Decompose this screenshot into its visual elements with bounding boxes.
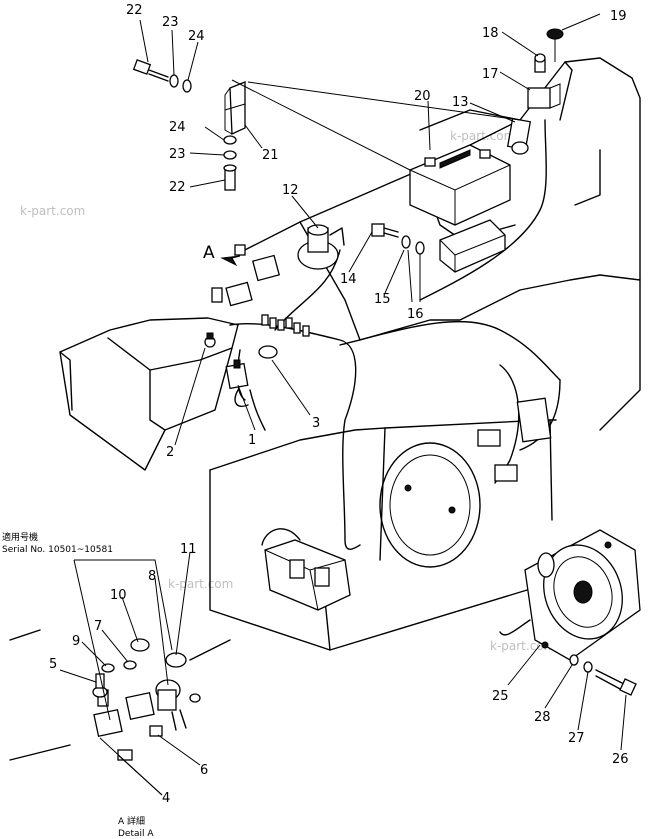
callout-13: 13 xyxy=(452,95,469,110)
callout-19: 19 xyxy=(610,9,627,24)
horn-speaker xyxy=(524,529,641,661)
callout-28: 28 xyxy=(534,710,551,725)
view-marker-label: A xyxy=(203,243,215,263)
callout-21: 21 xyxy=(262,148,279,163)
connector-pins xyxy=(261,314,310,337)
captions: 適用号機 Serial No. 10501~10581 A 詳細 Detail … xyxy=(2,531,154,839)
watermark: k-part.com xyxy=(168,577,233,591)
top-right-switch xyxy=(506,28,564,155)
callout-9: 9 xyxy=(72,634,80,649)
serial-label: Serial No. 10501~10581 xyxy=(2,545,113,555)
callout-14: 14 xyxy=(340,272,357,287)
callout-12: 12 xyxy=(282,183,299,198)
callout-17: 17 xyxy=(482,67,499,82)
callout-3: 3 xyxy=(312,416,320,431)
bolt-set-horn xyxy=(569,654,637,696)
callout-20: 20 xyxy=(414,89,431,104)
callout-25: 25 xyxy=(492,689,509,704)
callout-4: 4 xyxy=(162,791,170,806)
watermark: k-part.com xyxy=(20,204,85,218)
callout-7: 7 xyxy=(94,619,102,634)
leader-lines xyxy=(59,13,627,796)
controller-unit xyxy=(264,539,351,611)
bolt-set-middle xyxy=(371,223,425,255)
callout-24: 24 xyxy=(188,29,205,44)
callout-15: 15 xyxy=(374,292,391,307)
relay-box xyxy=(439,219,506,273)
callout-6: 6 xyxy=(200,763,208,778)
callout-22: 22 xyxy=(126,3,143,18)
callout-16: 16 xyxy=(407,307,424,322)
callout-22b: 22 xyxy=(169,180,186,195)
detail-label-jp: A 詳細 xyxy=(118,815,145,827)
callout-2: 2 xyxy=(166,445,174,460)
switch-cluster xyxy=(204,244,310,407)
callout-23b: 23 xyxy=(169,147,186,162)
callout-8: 8 xyxy=(148,569,156,584)
bolt-set-top xyxy=(132,59,237,191)
battery xyxy=(409,144,511,226)
callout-23: 23 xyxy=(162,15,179,30)
serial-label-jp: 適用号機 xyxy=(2,531,38,543)
callout-24b: 24 xyxy=(169,120,186,135)
view-arrow: A xyxy=(203,243,241,267)
watermark: k-part.com xyxy=(450,129,515,143)
callout-18: 18 xyxy=(482,26,499,41)
callout-1: 1 xyxy=(248,433,256,448)
callout-5: 5 xyxy=(49,657,57,672)
side-relay xyxy=(477,397,552,482)
detail-a-inset xyxy=(9,629,231,761)
callout-10: 10 xyxy=(110,588,127,603)
callout-26: 26 xyxy=(612,752,629,767)
detail-label: Detail A xyxy=(118,829,154,839)
callout-numbers: 1 2 3 4 5 6 7 8 9 10 11 12 13 14 15 16 1… xyxy=(49,3,629,806)
bracket xyxy=(224,81,246,135)
callout-27: 27 xyxy=(568,731,585,746)
callout-11: 11 xyxy=(180,542,197,557)
